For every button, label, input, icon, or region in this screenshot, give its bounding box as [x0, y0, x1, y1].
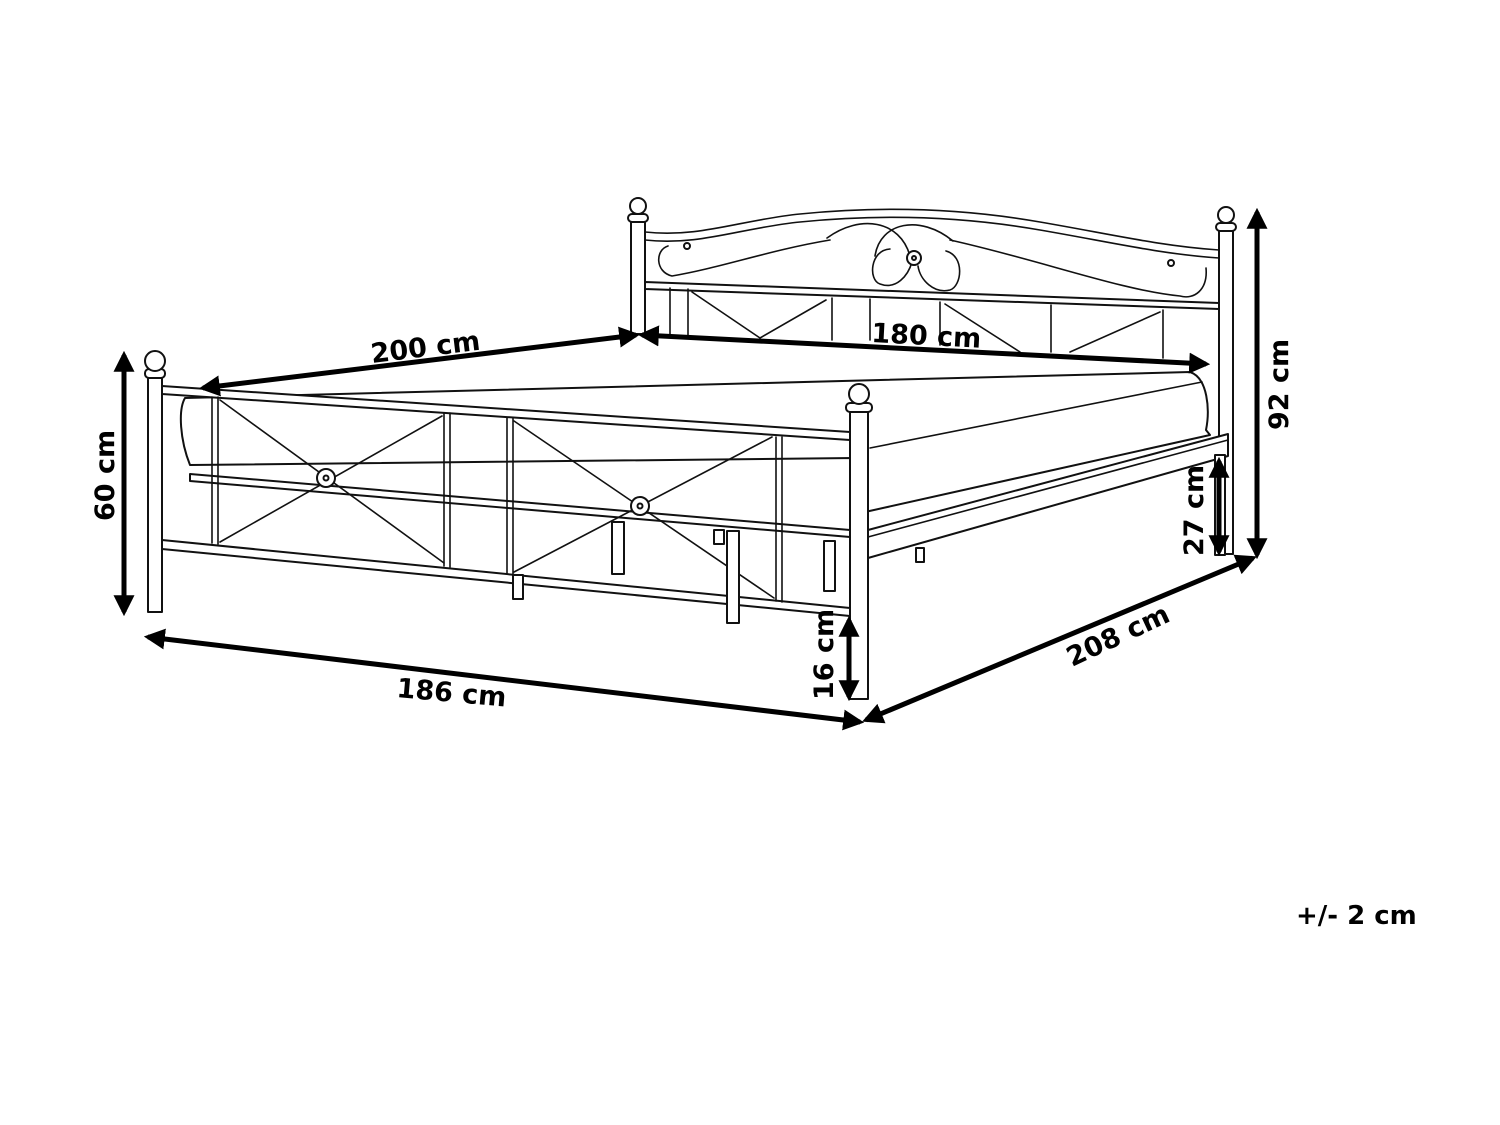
dim-arrow-186 — [143, 628, 865, 731]
rosette-ornament-right — [630, 496, 650, 516]
label-width-inner: 180 cm — [871, 318, 982, 355]
label-side-rail-height: 27 cm — [1179, 465, 1210, 556]
label-length-overall: 208 cm — [1062, 599, 1175, 674]
tolerance-note: +/- 2 cm — [1296, 901, 1417, 931]
label-headboard-height: 92 cm — [1264, 339, 1295, 430]
rosette-ornament-left — [316, 468, 336, 488]
dim-arrow-200 — [198, 326, 641, 397]
bed-illustration — [144, 197, 1237, 700]
label-footboard-height: 60 cm — [90, 430, 121, 521]
dim-arrow-208 — [862, 554, 1257, 724]
dimension-arrows — [113, 207, 1268, 731]
label-length-inner: 200 cm — [369, 326, 482, 370]
dim-arrow-180 — [637, 325, 1211, 374]
label-floor-clearance: 16 cm — [809, 609, 840, 700]
